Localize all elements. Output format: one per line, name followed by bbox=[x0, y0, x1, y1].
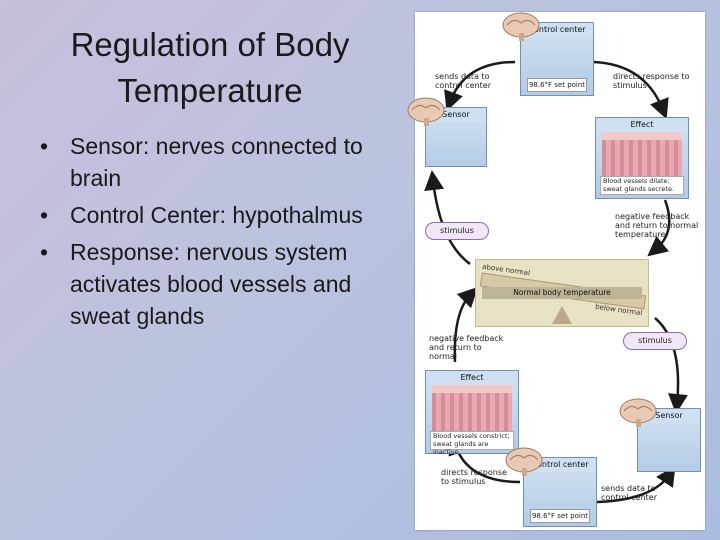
arrow-sensor-to-control-bottom bbox=[596, 465, 676, 504]
sensor-top: Sensor bbox=[407, 97, 487, 167]
effect-title: Effect bbox=[426, 371, 518, 385]
seesaw-fulcrum bbox=[552, 306, 572, 324]
sensor-bottom: Sensor bbox=[619, 398, 701, 472]
thermoregulation-diagram: Control center 98.6°F set point sends da… bbox=[407, 12, 705, 530]
brain-icon bbox=[619, 398, 657, 427]
directs-response-label-bottom: directs response to stimulus bbox=[441, 468, 507, 486]
effect-caption-bottom: Blood vessels constrict; sweat glands ar… bbox=[430, 431, 514, 456]
bullet-sensor: Sensor: nerves connected to brain bbox=[40, 130, 380, 194]
negative-feedback-left-label: negative feedback and return to normal bbox=[429, 334, 504, 361]
arrow-effect-to-normal-bottom bbox=[453, 286, 479, 363]
arrow-stimulus-to-sensor-bottom bbox=[654, 317, 688, 414]
normal-temperature-band: Normal body temperature bbox=[482, 287, 642, 299]
skin-constricted-illustration bbox=[432, 385, 512, 433]
brain-icon bbox=[505, 447, 543, 476]
bullet-control-center: Control Center: hypothalmus bbox=[40, 199, 380, 231]
bullet-response: Response: nervous system activates blood… bbox=[40, 236, 380, 332]
arrow-effect-to-normal-top bbox=[647, 199, 671, 257]
effect-top: Effect Blood vessels dilate; sweat gland… bbox=[595, 117, 689, 199]
effect-bottom: Effect Blood vessels constrict; sweat gl… bbox=[425, 370, 519, 456]
setpoint-label: 98.6°F set point bbox=[527, 78, 587, 92]
sends-data-label-top: sends data to control center bbox=[435, 72, 492, 90]
negative-feedback-right-label: negative feedback and return to normal t… bbox=[615, 212, 699, 239]
stimulus-pill-upper: stimulus bbox=[425, 222, 489, 240]
cycle-arrows bbox=[424, 60, 688, 504]
brain-icon bbox=[407, 97, 445, 126]
effect-caption-top: Blood vessels dilate; sweat glands secre… bbox=[600, 176, 684, 195]
control-center-top: Control center 98.6°F set point bbox=[502, 12, 594, 96]
arrow-control-to-effect-top bbox=[592, 60, 669, 120]
normal-temperature-seesaw: above normal Normal body temperature bel… bbox=[475, 259, 649, 327]
stimulus-pill-lower: stimulus bbox=[623, 332, 687, 350]
effect-title: Effect bbox=[596, 118, 688, 132]
bullet-list: Sensor: nerves connected to brain Contro… bbox=[40, 130, 380, 337]
setpoint-label: 98.6°F set point bbox=[530, 509, 590, 523]
slide-title: Regulation of Body Temperature bbox=[70, 26, 350, 109]
directs-response-label-top: directs response to stimulus bbox=[613, 72, 690, 90]
skin-dilated-illustration bbox=[602, 132, 682, 178]
arrow-sensor-to-control-top bbox=[444, 60, 516, 112]
brain-icon bbox=[502, 12, 540, 41]
control-center-bottom: Control center 98.6°F set point bbox=[505, 447, 597, 527]
sends-data-label-bottom: sends data to control center bbox=[601, 484, 658, 502]
